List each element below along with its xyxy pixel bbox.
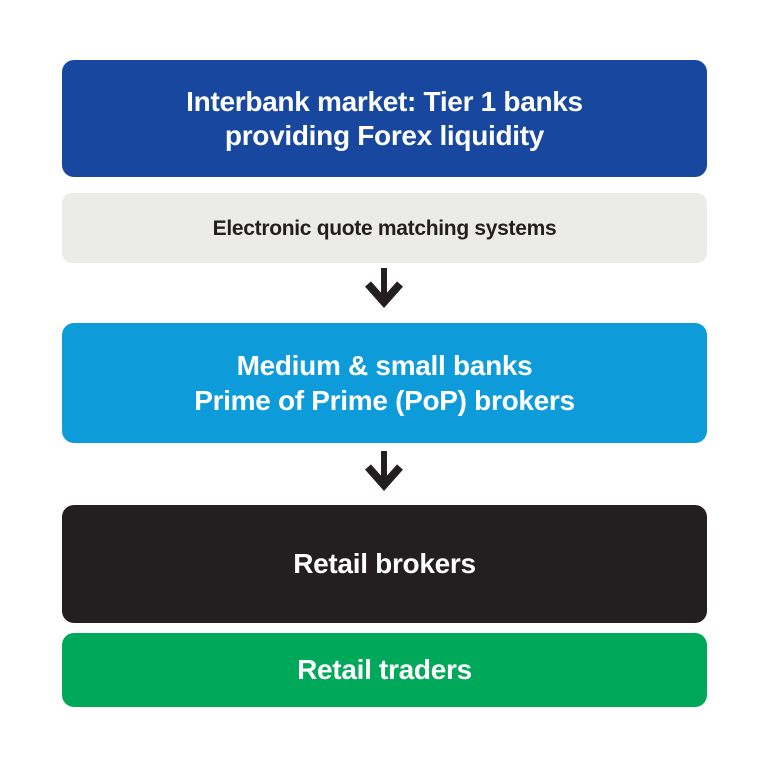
node-retail-brokers-label: Retail brokers [293, 548, 476, 579]
down-arrow-icon [364, 268, 404, 308]
node-retail-brokers: Retail brokers [62, 505, 707, 623]
node-medium-line-2: Prime of Prime (PoP) brokers [194, 385, 575, 416]
node-interbank-market-line-2: providing Forex liquidity [224, 119, 545, 151]
node-eqms-label: Electronic quote matching systems [212, 216, 557, 240]
node-interbank-market: Interbank market: Tier 1 banks providing… [62, 60, 707, 177]
node-medium-small-banks-pop-brokers: Medium & small banks Prime of Prime (PoP… [62, 323, 707, 443]
node-medium-line-1: Medium & small banks [236, 350, 533, 381]
node-interbank-market-line-1: Interbank market: Tier 1 banks [186, 85, 583, 117]
node-retail-traders-label: Retail traders [297, 654, 472, 685]
node-retail-traders: Retail traders [62, 633, 707, 707]
down-arrow-icon [364, 451, 404, 491]
node-electronic-quote-matching-systems: Electronic quote matching systems [62, 193, 707, 263]
